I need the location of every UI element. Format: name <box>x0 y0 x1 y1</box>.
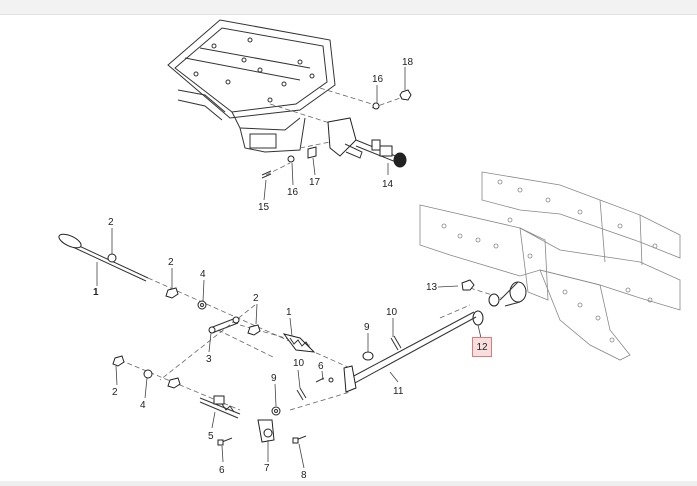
main-shaft <box>328 311 477 393</box>
callout-7: 7 <box>264 463 270 474</box>
callout-6-upper: 6 <box>318 361 324 372</box>
pin-spring <box>296 335 402 401</box>
rod-fasteners <box>112 279 500 416</box>
callout-16-lower: 16 <box>287 187 299 198</box>
callout-1-spring: 1 <box>286 307 292 318</box>
callout-12-highlighted[interactable]: 12 <box>472 337 492 357</box>
callout-10-upper: 10 <box>386 307 398 318</box>
callout-6-lower: 6 <box>219 465 225 476</box>
spring-assembly-lower <box>199 395 241 419</box>
bolts <box>217 377 325 446</box>
spring-assembly-upper <box>282 333 316 353</box>
callout-9-upper: 9 <box>364 322 370 333</box>
callout-13: 13 <box>426 282 438 293</box>
callout-4-washer: 4 <box>200 269 206 280</box>
adjuster-bracket <box>327 117 407 168</box>
callout-18: 18 <box>402 57 414 68</box>
callout-leaders <box>96 67 482 469</box>
chassis-frame <box>419 171 681 361</box>
callout-17: 17 <box>309 177 321 188</box>
callout-1-rod: 1 <box>93 287 99 298</box>
callout-5: 5 <box>208 431 214 442</box>
callout-8: 8 <box>301 470 307 481</box>
callout-15: 15 <box>258 202 270 213</box>
callout-2-rod: 2 <box>108 217 114 228</box>
lower-bracket <box>257 419 275 443</box>
callout-10-lower: 10 <box>293 358 305 369</box>
callout-3: 3 <box>206 354 212 365</box>
callout-14: 14 <box>382 179 394 190</box>
callout-9-lower: 9 <box>271 373 277 384</box>
callout-2-link: 2 <box>253 293 259 304</box>
callout-4-lower: 4 <box>140 400 146 411</box>
callout-2-lower: 2 <box>112 387 118 398</box>
bottom-strip <box>0 481 697 486</box>
callout-16-upper: 16 <box>372 74 384 85</box>
seat-frame <box>167 19 336 153</box>
callout-2-nut: 2 <box>168 257 174 268</box>
control-rod-left <box>58 233 149 282</box>
upper-fasteners <box>261 89 412 179</box>
lower-dashed-leaders <box>119 277 503 411</box>
link-bar <box>208 316 240 334</box>
top-toolbar-strip <box>0 0 697 15</box>
upper-dashed-leaders <box>265 87 404 176</box>
callout-11: 11 <box>393 386 404 397</box>
